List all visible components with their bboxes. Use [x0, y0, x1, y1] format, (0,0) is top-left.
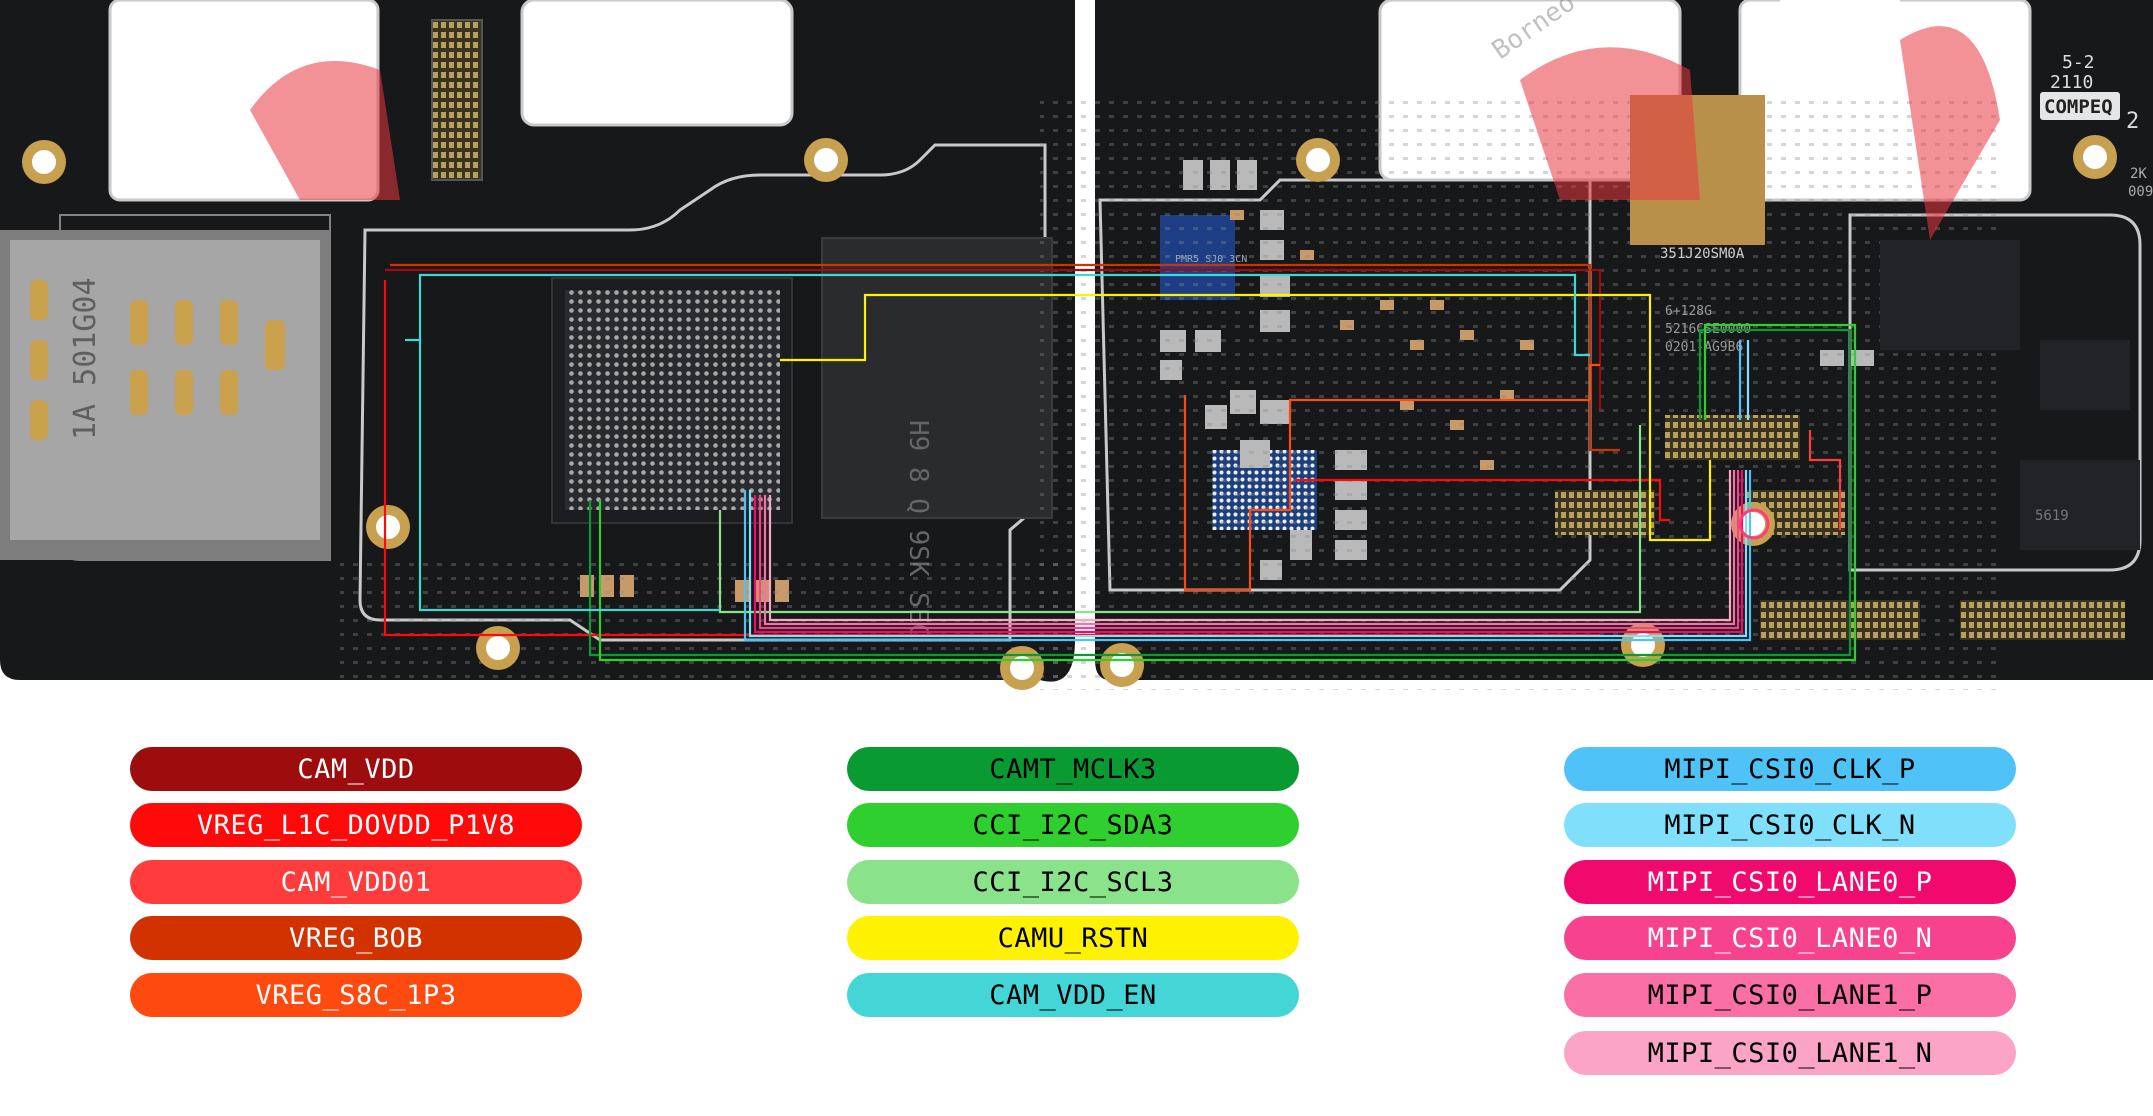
camera-connector: [1555, 490, 1655, 535]
trace-mipi-clk-p: [743, 470, 1752, 642]
trace-vreg-s8c: [1183, 395, 1590, 592]
pcb-board-drawing: 1A 501G04 H9 8 Q 9SK SEC PMR5 SJ0 3CN: [0, 0, 2153, 690]
legend-item-mipi-lane0-n: MIPI_CSI0_LANE0_N: [1564, 916, 2016, 960]
camera-connector-main: [1665, 415, 1800, 460]
legend-item-mipi-lane1-p: MIPI_CSI0_LANE1_P: [1564, 973, 2016, 1017]
trace-mipi-lane0: [753, 470, 1744, 634]
legend-item-mipi-clk-n: MIPI_CSI0_CLK_N: [1564, 803, 2016, 847]
legend-label: CAM_VDD: [297, 753, 415, 785]
legend-label: CAMT_MCLK3: [989, 753, 1157, 785]
legend-item-camt-mclk3: CAMT_MCLK3: [847, 747, 1299, 791]
legend-label: CCI_I2C_SCL3: [972, 866, 1174, 898]
signal-traces: [383, 263, 1857, 662]
legend-item-mipi-clk-p: MIPI_CSI0_CLK_P: [1564, 747, 2016, 791]
legend-item-cam-vdd-en: CAM_VDD_EN: [847, 973, 1299, 1017]
legend-label: MIPI_CSI0_LANE0_N: [1647, 922, 1933, 954]
flex-connector: [1960, 600, 2125, 640]
legend-label: VREG_L1C_DOVDD_P1V8: [196, 809, 516, 841]
sim-contacts: [30, 280, 285, 440]
small-chip-marking: 5619: [2035, 508, 2069, 524]
trace-cam-vdd-en: [405, 273, 1590, 357]
sim-tray-marking: 1A 501G04: [68, 277, 103, 440]
legend-label: VREG_BOB: [288, 922, 424, 954]
flex-connector: [431, 19, 483, 181]
legend-label: CCI_I2C_SDA3: [972, 809, 1174, 841]
legend-label: CAM_VDD01: [280, 866, 432, 898]
ic-chip: [2020, 460, 2140, 550]
connector-marking: 351J20SM0A: [1660, 246, 1745, 262]
board-maker-suffix: 2: [2126, 109, 2139, 134]
legend-label: MIPI_CSI0_CLK_P: [1664, 753, 1916, 785]
board-code-label: 2110: [2050, 72, 2093, 93]
legend-item-mipi-lane0-p: MIPI_CSI0_LANE0_P: [1564, 860, 2016, 904]
board-rev-label: 5-2: [2062, 52, 2095, 73]
memory-chip: [821, 237, 1053, 519]
legend-label: CAM_VDD_EN: [989, 979, 1157, 1011]
legend-item-cam-vdd: CAM_VDD: [130, 747, 582, 791]
legend-item-vreg-bob: VREG_BOB: [130, 916, 582, 960]
watermark-logo: [250, 26, 2000, 240]
flex-connector: [1760, 600, 1920, 640]
legend-label: MIPI_CSI0_LANE0_P: [1647, 866, 1933, 898]
legend-label: MIPI_CSI0_LANE1_P: [1647, 979, 1933, 1011]
memory-marking-1: 6+128G: [1665, 304, 1712, 319]
cutout: [520, 0, 794, 127]
trace-camt-mclk3: [588, 328, 1852, 657]
legend-label: CAMU_RSTN: [997, 922, 1149, 954]
edge-marking: 2K: [2130, 166, 2147, 182]
trace-camu-rstn: [780, 293, 1712, 542]
legend-label: MIPI_CSI0_CLK_N: [1664, 809, 1916, 841]
edge-marking-2: 009: [2128, 184, 2153, 200]
legend-item-vreg-l1c: VREG_L1C_DOVDD_P1V8: [130, 803, 582, 847]
legend-item-cam-vdd01: CAM_VDD01: [130, 860, 582, 904]
legend-item-cci-scl3: CCI_I2C_SCL3: [847, 860, 1299, 904]
legend-item-camu-rstn: CAMU_RSTN: [847, 916, 1299, 960]
ic-chip: [1880, 240, 2020, 350]
legend-item-cci-sda3: CCI_I2C_SDA3: [847, 803, 1299, 847]
legend-label: VREG_S8C_1P3: [255, 979, 457, 1011]
trace-cam-vdd: [385, 268, 1602, 410]
board-maker-label: COMPEQ: [2044, 96, 2113, 118]
trace-vreg-l1c: [1295, 478, 1670, 522]
legend-item-vreg-s8c: VREG_S8C_1P3: [130, 973, 582, 1017]
pcb-board-photo: 1A 501G04 H9 8 Q 9SK SEC PMR5 SJ0 3CN: [0, 0, 2153, 690]
legend-item-mipi-lane1-n: MIPI_CSI0_LANE1_N: [1564, 1031, 2016, 1075]
legend-label: MIPI_CSI0_LANE1_N: [1647, 1037, 1933, 1069]
